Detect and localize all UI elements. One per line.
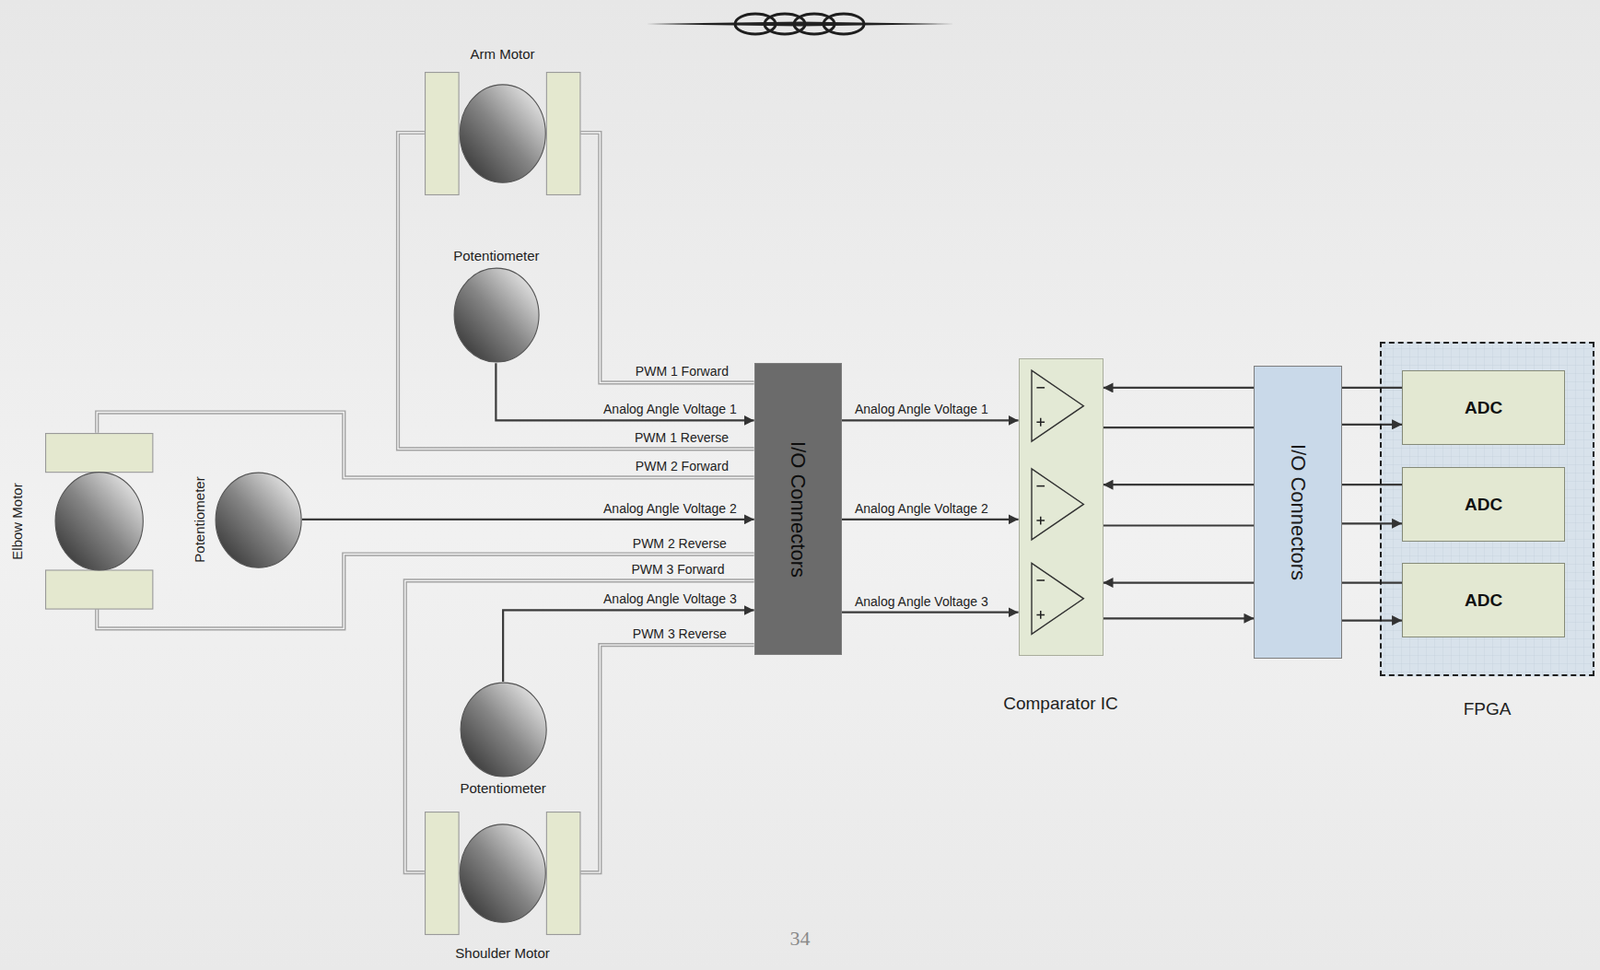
adc-block: ADC (1401, 467, 1565, 542)
motor-symbol (424, 71, 581, 196)
background-shapes (1379, 341, 1596, 677)
motor-wire-core (580, 644, 754, 873)
motor-mount (546, 71, 581, 195)
ornament-loop (823, 13, 865, 35)
signal-line (302, 518, 755, 521)
potentiometer: Potentiometer (453, 267, 540, 363)
potentiometer-body (215, 472, 302, 568)
signal-line (1342, 423, 1402, 426)
inverting-input-mark (1036, 579, 1045, 582)
fpga-board: FPGAADCADCADC (1379, 341, 1596, 677)
inverting-input-mark (1036, 386, 1045, 389)
adc-block: ADC (1401, 370, 1565, 445)
motor-mount (424, 811, 459, 935)
motor-wire (96, 412, 754, 479)
adc-block: ADC (1401, 562, 1565, 638)
potentiometer-body (454, 268, 539, 363)
block-title: ADC (1464, 590, 1503, 611)
motor-mount (546, 811, 581, 935)
motor-mount (45, 570, 152, 609)
signal-label: PWM 2 Forward (635, 459, 729, 474)
motor-wire-core (96, 412, 754, 479)
signal-line (1342, 581, 1402, 584)
connector-title: I/O Connectors (786, 441, 810, 578)
potentiometer: Potentiometer (459, 681, 548, 778)
signal-label: Analog Angle Voltage 2 (854, 501, 989, 515)
signal-label: Analog Angle Voltage 3 (854, 594, 989, 608)
comparator-ic: Comparator IC (1018, 358, 1104, 656)
signal-line (841, 518, 1019, 521)
signal-line (1342, 386, 1402, 389)
signal-label: PWM 1 Reverse (634, 431, 729, 445)
signal-line (1103, 617, 1255, 619)
signal-label: PWM 3 Forward (630, 562, 725, 577)
signal-line (1342, 618, 1402, 621)
title-ornament (646, 13, 955, 35)
signal-line (495, 362, 754, 421)
signal-line (841, 611, 1019, 614)
component-label: Shoulder Motor (455, 945, 550, 961)
io-connector-block: I/O Connectors (754, 362, 842, 655)
motor-wire-core (96, 554, 754, 630)
motor-wire-core (580, 132, 754, 383)
motor-wire (96, 554, 754, 630)
signal-label: PWM 2 Reverse (632, 536, 727, 550)
page-number: 34 (790, 926, 811, 951)
potentiometer-symbol (453, 267, 540, 363)
signal-line (1342, 522, 1402, 525)
signal-line (1103, 524, 1255, 526)
motor-mount (45, 432, 152, 472)
potentiometer-body (460, 682, 547, 777)
motor-body (459, 83, 546, 182)
component-label: Potentiometer (453, 247, 539, 264)
component-label: Potentiometer (192, 477, 209, 563)
motor-mount (424, 71, 459, 195)
arm-motor: Arm Motor (424, 71, 581, 196)
signal-line (1103, 386, 1255, 389)
component-label: Potentiometer (459, 780, 546, 796)
signal-line (1342, 483, 1402, 486)
motor-symbol (424, 811, 581, 935)
noninverting-input-mark (1036, 610, 1045, 619)
block-title: ADC (1464, 494, 1503, 515)
component-label: Arm Motor (470, 46, 536, 62)
shoulder-motor: Shoulder Motor (424, 811, 581, 935)
potentiometer-symbol (459, 681, 548, 778)
potentiometer: Potentiometer (214, 471, 303, 569)
motor-symbol (45, 432, 153, 610)
motor-wire (580, 132, 754, 383)
potentiometer-symbol (214, 471, 303, 569)
connector-title: I/O Connectors (1285, 443, 1309, 581)
signal-line (1103, 581, 1255, 584)
block-title: ADC (1464, 397, 1503, 419)
inverting-input-mark (1036, 485, 1045, 488)
motor-wire (580, 644, 754, 873)
motor-body (459, 824, 546, 923)
io-connector-block: I/O Connectors (1253, 365, 1342, 659)
component-label: Elbow Motor (9, 482, 25, 560)
signal-label: Analog Angle Voltage 3 (603, 592, 737, 607)
elbow-motor: Elbow Motor (45, 432, 153, 610)
signal-line (1103, 483, 1255, 486)
signal-label: Analog Angle Voltage 1 (854, 402, 989, 417)
noninverting-input-mark (1036, 418, 1045, 427)
fpga-ground (1379, 341, 1596, 677)
signal-label: Analog Angle Voltage 1 (603, 402, 737, 417)
op-amp-symbols (1019, 359, 1103, 655)
component-label: FPGA (1463, 699, 1512, 720)
signal-label: Analog Angle Voltage 2 (603, 501, 737, 515)
signal-line (841, 419, 1019, 421)
op-amp-triangle (1031, 468, 1084, 540)
motor-body (55, 471, 143, 570)
ornament-rule (646, 22, 955, 27)
connectors (96, 132, 1402, 873)
op-amp-triangle (1031, 370, 1084, 442)
op-amp-triangle (1031, 562, 1084, 634)
component-label: Comparator IC (1003, 693, 1119, 714)
signal-line (1103, 426, 1255, 429)
signal-label: PWM 1 Forward (635, 364, 729, 379)
noninverting-input-mark (1036, 515, 1045, 525)
signal-label: PWM 3 Reverse (632, 627, 727, 642)
